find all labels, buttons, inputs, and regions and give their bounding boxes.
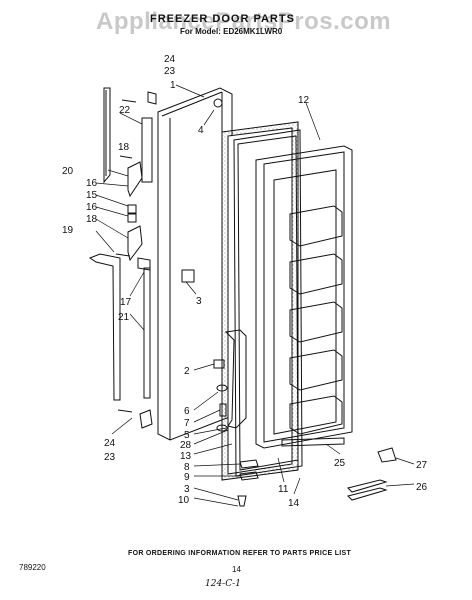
model-number: For Model: ED26MK1LWR0 — [180, 27, 283, 36]
callout-16-lower: 16 — [86, 202, 98, 213]
callout-11: 11 — [278, 484, 289, 495]
document-number: 789220 — [19, 563, 46, 572]
callout-6: 6 — [184, 406, 190, 417]
callout-22: 22 — [119, 105, 131, 116]
callout-7: 7 — [184, 418, 190, 429]
callout-17: 17 — [120, 297, 132, 308]
callout-15: 15 — [86, 190, 98, 201]
callout-9: 9 — [184, 472, 190, 483]
door-shelves — [289, 205, 343, 435]
callout-18-lower: 18 — [86, 214, 98, 225]
callout-2: 2 — [184, 366, 190, 377]
door-foam-panel — [221, 121, 299, 481]
callout-19: 19 — [62, 225, 74, 236]
callout-21: 21 — [118, 312, 130, 323]
callout-16-upper: 16 — [86, 178, 98, 189]
callout-10: 10 — [178, 495, 190, 506]
leader-lines — [95, 84, 415, 507]
callout-14: 14 — [288, 498, 300, 509]
door-trim-strip-top — [103, 87, 111, 184]
callout-8: 8 — [184, 462, 190, 473]
callout-26: 26 — [416, 482, 428, 493]
ordering-info-note: FOR ORDERING INFORMATION REFER TO PARTS … — [128, 550, 352, 557]
callout-3: 3 — [196, 296, 202, 307]
upper-hinge-assembly — [127, 91, 157, 271]
callout-4: 4 — [198, 125, 204, 136]
callout-3-lower: 3 — [184, 484, 190, 495]
door-gasket — [233, 129, 303, 477]
bottom-trim-parts — [281, 437, 397, 501]
callout-13: 13 — [180, 451, 192, 462]
callout-1: 1 — [170, 80, 176, 91]
callout-20: 20 — [62, 166, 74, 177]
callout-12: 12 — [298, 95, 310, 106]
callout-25: 25 — [334, 458, 346, 469]
callout-labels: 24 23 22 1 4 12 20 18 16 15 16 18 19 3 1… — [62, 54, 428, 509]
callout-23-bottom: 23 — [104, 452, 116, 463]
callout-18-top: 18 — [118, 142, 130, 153]
callout-5: 5 — [184, 430, 190, 441]
door-inner-liner — [255, 145, 353, 449]
callout-24-bottom: 24 — [104, 438, 116, 449]
callout-28: 28 — [180, 440, 192, 451]
handwritten-note: 124-C-1 — [205, 579, 241, 589]
page-number: 14 — [232, 565, 241, 574]
watermark: AppliancePartsPros.com — [96, 8, 392, 35]
door-trim-strip-bottom — [88, 253, 121, 401]
lower-hinge-bar — [139, 267, 153, 429]
callout-24-top: 24 — [164, 54, 176, 65]
callout-27: 27 — [416, 460, 428, 471]
callout-23-top: 23 — [164, 66, 176, 77]
bottom-hinge-parts — [237, 459, 259, 507]
diagram-title: FREEZER DOOR PARTS — [150, 13, 295, 25]
door-handle — [213, 329, 247, 432]
door-outer-panel — [157, 87, 233, 441]
